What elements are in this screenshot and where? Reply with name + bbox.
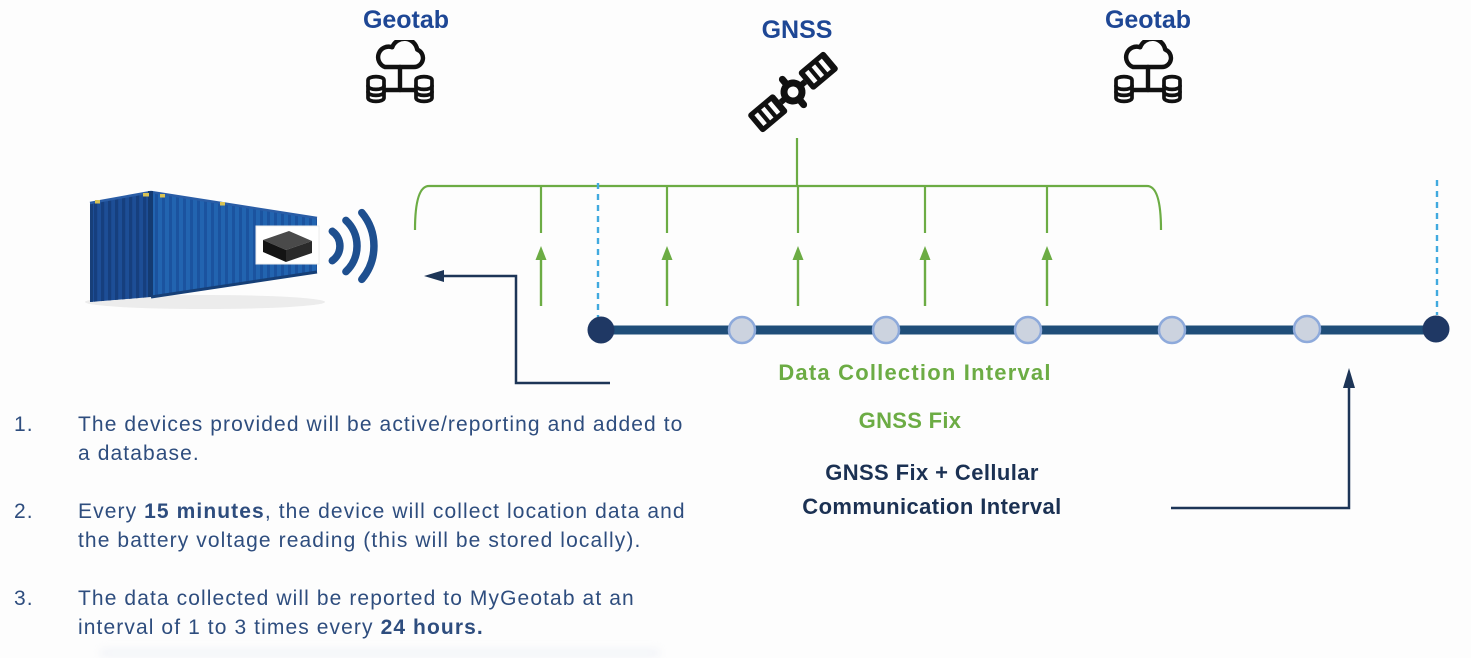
device-front-face xyxy=(263,240,286,262)
data-collection-bracket xyxy=(413,138,1163,233)
gnss-label: GNSS xyxy=(761,16,833,44)
bracket-outline xyxy=(413,184,1163,231)
timeline-node-end xyxy=(1422,315,1450,343)
db-cylinder-left-band1 xyxy=(1114,84,1134,92)
db-cylinder-right-band2 xyxy=(414,90,434,98)
cellular-interval-line1: GNSS Fix + Cellular xyxy=(825,460,1039,485)
db-cylinder-right-band2 xyxy=(1162,90,1182,98)
db-cylinder-left-band2 xyxy=(366,90,386,98)
timeline-node-start xyxy=(587,316,615,344)
container-end-top-edge xyxy=(89,190,152,205)
db-cylinder-left-band1 xyxy=(366,84,386,92)
interval-boundary-dashes xyxy=(596,180,1439,317)
db-cylinder-right-band1 xyxy=(1162,84,1182,92)
container-bottom-edge xyxy=(150,270,318,299)
note-3-text: The data collected will be reported to M… xyxy=(78,587,635,639)
cellular-interval-line2: Communication Interval xyxy=(802,494,1062,519)
geotab-label-right: Geotab xyxy=(1104,6,1192,34)
container-shadow xyxy=(85,295,325,309)
db-cylinder-left-band2 xyxy=(1114,90,1134,98)
note-1-text: The devices provided will be active/repo… xyxy=(78,413,684,465)
background-smudge xyxy=(100,649,660,657)
geotab-label-left: Geotab xyxy=(362,6,450,34)
gnss-fix-arrows xyxy=(535,246,1053,306)
satellite-group xyxy=(748,51,838,133)
note-3-number: 3. xyxy=(14,587,34,610)
cloud-database-icon-left xyxy=(366,36,434,109)
container-end-face xyxy=(90,192,151,302)
note-2-number: 2. xyxy=(14,500,34,523)
timeline xyxy=(587,314,1450,345)
timeline-nodes-intermediate xyxy=(727,314,1322,345)
cellular-interval-label: GNSS Fix + Cellular Communication Interv… xyxy=(712,456,1152,524)
data-collection-interval-label: Data Collection Interval xyxy=(778,360,1052,385)
device-top-face xyxy=(263,231,312,250)
report-to-device-arrow xyxy=(424,270,610,385)
satellite-panel-left xyxy=(748,94,788,133)
container-corner-post xyxy=(148,191,153,297)
wifi-signal-icon xyxy=(328,208,378,284)
note-1-number: 1. xyxy=(14,413,34,436)
db-cylinder-right-band1 xyxy=(414,84,434,92)
note-2-text: Every 15 minutes, the device will collec… xyxy=(78,500,686,552)
cellular-interval-arrow xyxy=(1171,368,1355,510)
container-roof-edge xyxy=(150,190,318,220)
container-corner-castings xyxy=(95,193,225,206)
gnss-satellite-icon xyxy=(741,40,845,149)
gnss-fix-label: GNSS Fix xyxy=(858,408,962,433)
satellite-body-hole xyxy=(787,86,799,98)
tracking-device-photo xyxy=(255,225,320,265)
satellite-panel-right xyxy=(798,51,838,90)
device-right-face xyxy=(286,241,312,262)
